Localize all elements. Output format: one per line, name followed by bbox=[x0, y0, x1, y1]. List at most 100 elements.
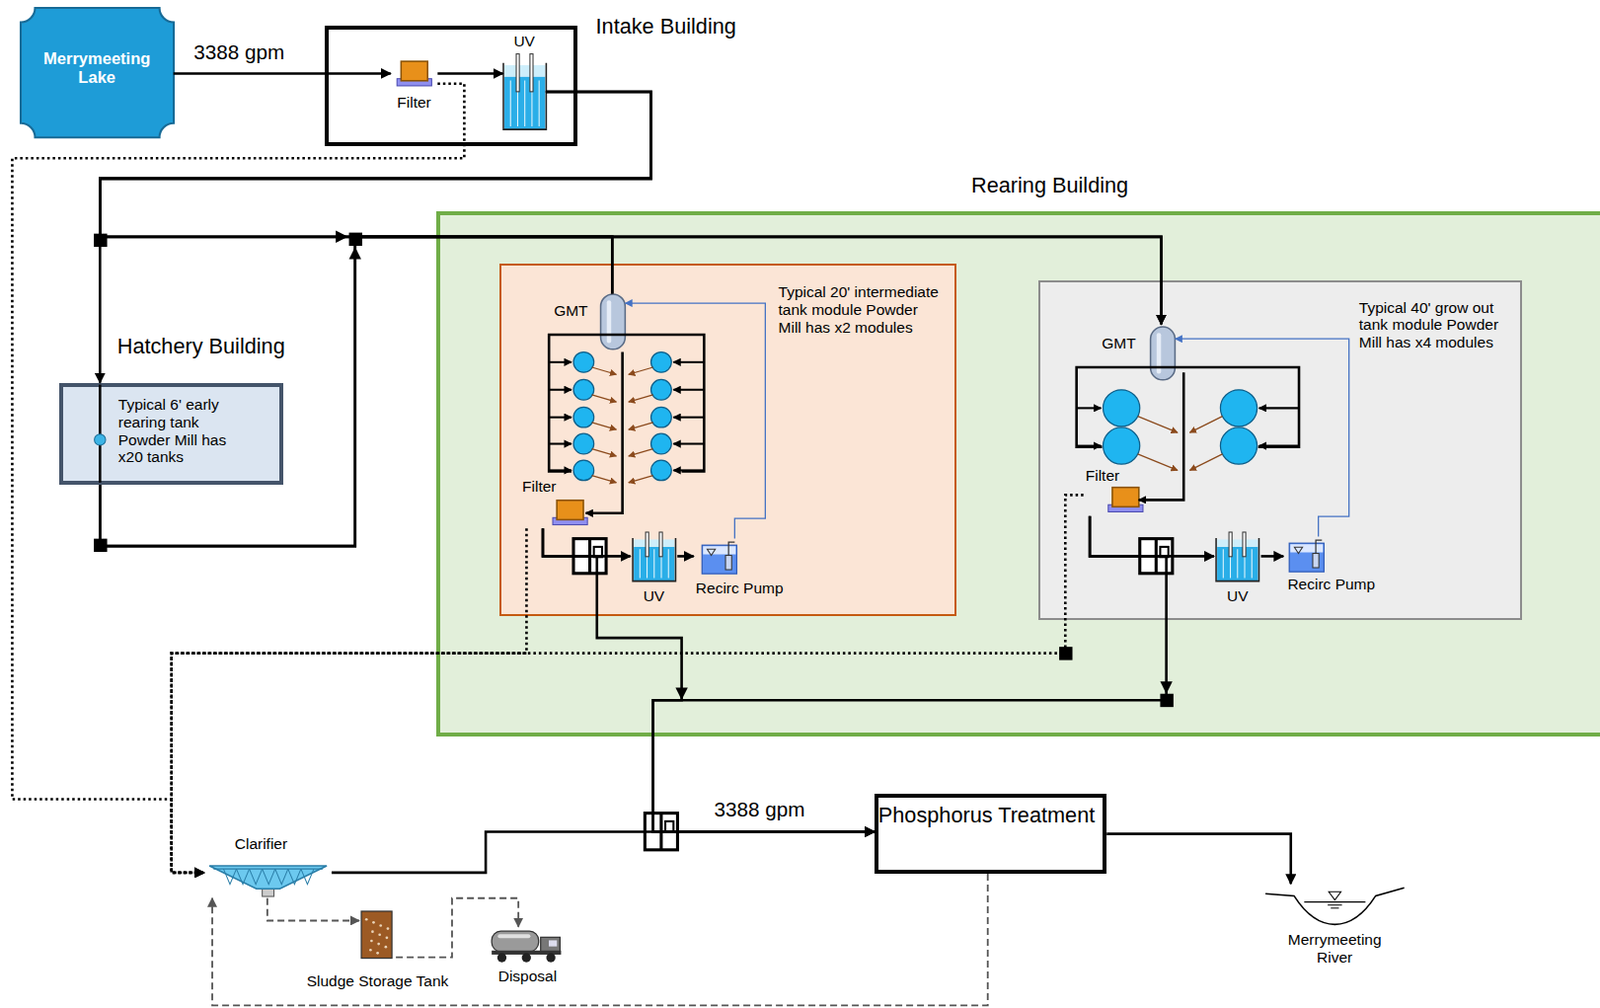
sludge-icon bbox=[369, 948, 373, 952]
flow-connector bbox=[99, 236, 612, 546]
text-holder: Recirc Pump bbox=[1287, 575, 1396, 594]
rearing-tank bbox=[573, 433, 595, 455]
flow-splitter bbox=[1154, 538, 1158, 574]
disposal-truck: Disposal bbox=[487, 926, 568, 991]
rearing-tank bbox=[592, 475, 617, 483]
node-label: GMT bbox=[553, 302, 599, 320]
flow-connector bbox=[542, 528, 631, 556]
uv-icon bbox=[1251, 549, 1253, 579]
node-label: Recirc Pump bbox=[695, 579, 807, 598]
rearing-tank bbox=[1138, 416, 1178, 434]
rearing-tank bbox=[1189, 416, 1222, 434]
hatchery-tank-line bbox=[98, 384, 102, 483]
river-icon bbox=[1328, 892, 1341, 901]
sludge-icon bbox=[378, 933, 381, 937]
pump-icon bbox=[1289, 542, 1324, 572]
filter-unit: Filter bbox=[1083, 466, 1143, 517]
truck-icon bbox=[491, 930, 539, 952]
text-holder: Typical 20' intermediate tank module Pow… bbox=[778, 283, 942, 336]
flow-connector bbox=[624, 303, 765, 539]
sludge-icon bbox=[383, 945, 387, 949]
uv-icon bbox=[503, 35, 546, 130]
flow-connector bbox=[99, 91, 1161, 324]
rearing-tank bbox=[628, 475, 654, 483]
node-label: Filter bbox=[522, 477, 574, 496]
rearing-tank bbox=[548, 416, 572, 419]
building-box: Rearing BuildingTypical 20' intermediate… bbox=[436, 211, 1600, 737]
lake-icon bbox=[20, 7, 174, 138]
uv-icon bbox=[509, 79, 511, 127]
junction-node bbox=[1159, 693, 1173, 707]
rearing-tank bbox=[673, 388, 704, 391]
flow-connector bbox=[171, 528, 528, 873]
pump-icon bbox=[706, 548, 715, 555]
river-icon bbox=[1303, 901, 1366, 903]
clarifier-icon bbox=[274, 868, 288, 885]
flow-connector bbox=[437, 72, 503, 76]
clarifier-icon bbox=[288, 868, 302, 885]
flow-splitter bbox=[644, 813, 678, 850]
flow-connector bbox=[677, 554, 694, 558]
tank-manifold bbox=[585, 352, 622, 514]
truck-icon bbox=[548, 939, 557, 946]
truck-icon bbox=[546, 952, 556, 962]
flow-connector bbox=[99, 91, 651, 294]
rearing-tank bbox=[592, 422, 617, 430]
text-holder: Recirc Pump bbox=[695, 579, 807, 598]
flow-connector bbox=[395, 898, 519, 958]
river-icon bbox=[1327, 904, 1342, 906]
rearing-tank bbox=[1076, 445, 1102, 448]
uv-icon bbox=[1242, 532, 1246, 557]
rearing-tank bbox=[573, 459, 595, 481]
flow-arrow bbox=[675, 687, 687, 700]
node-label: Phosphorus Treatment bbox=[874, 803, 1099, 829]
rearing-tank bbox=[573, 352, 595, 374]
uv-icon bbox=[524, 79, 526, 127]
rearing-tank bbox=[1219, 427, 1257, 464]
text-holder: Merrymeeting River bbox=[1278, 930, 1391, 967]
uv-icon bbox=[516, 54, 520, 92]
text-holder: Clarifier bbox=[234, 835, 327, 853]
rearing-tank bbox=[573, 379, 595, 400]
gmt-icon bbox=[601, 294, 626, 350]
filter-icon bbox=[1112, 487, 1140, 508]
clarifier-icon bbox=[248, 868, 262, 885]
rearing-tank bbox=[1219, 389, 1257, 427]
truck-icon bbox=[497, 952, 507, 962]
uv-icon bbox=[667, 549, 669, 579]
gmt-icon bbox=[1150, 326, 1176, 381]
rearing-tank bbox=[548, 388, 572, 391]
flow-splitter bbox=[594, 546, 603, 557]
flow-splitter bbox=[665, 821, 674, 832]
text-holder: Filter bbox=[1085, 466, 1138, 485]
flow-rate-label: 3388 gpm bbox=[712, 797, 808, 822]
flow-splitter bbox=[588, 538, 592, 574]
clarifier-icon bbox=[209, 865, 327, 889]
text-holder: Disposal bbox=[487, 967, 568, 986]
clarifier-icon bbox=[261, 868, 275, 885]
clarifier-icon bbox=[213, 867, 323, 869]
uv-icon bbox=[645, 532, 649, 557]
uv-unit: UV bbox=[630, 532, 679, 612]
rearing-tank bbox=[651, 406, 673, 428]
uv-icon bbox=[529, 54, 533, 92]
flow-arrow bbox=[335, 230, 1173, 700]
text-holder: GMT bbox=[553, 302, 599, 320]
rearing-tank bbox=[1259, 445, 1299, 448]
node-label: Clarifier bbox=[234, 835, 327, 853]
flow-rate-label: 3388 gpm bbox=[191, 40, 287, 65]
clarifier-icon bbox=[223, 868, 236, 885]
flow-arrow bbox=[349, 246, 362, 259]
gas-mixing-tower: GMT bbox=[553, 294, 625, 350]
pump-icon bbox=[1315, 539, 1322, 553]
flow-splitter bbox=[1159, 546, 1168, 557]
sludge-tank: Sludge Storage Tank bbox=[359, 911, 396, 961]
flow-arrow bbox=[1159, 681, 1172, 693]
truck-icon bbox=[522, 952, 532, 962]
gas-mixing-tower: GMT bbox=[1101, 324, 1175, 382]
rearing-tank bbox=[651, 459, 673, 481]
recirc-pump: Recirc Pump bbox=[1283, 536, 1396, 601]
node-label: Merrymeeting River bbox=[1278, 930, 1391, 967]
uv-icon bbox=[1228, 532, 1232, 557]
